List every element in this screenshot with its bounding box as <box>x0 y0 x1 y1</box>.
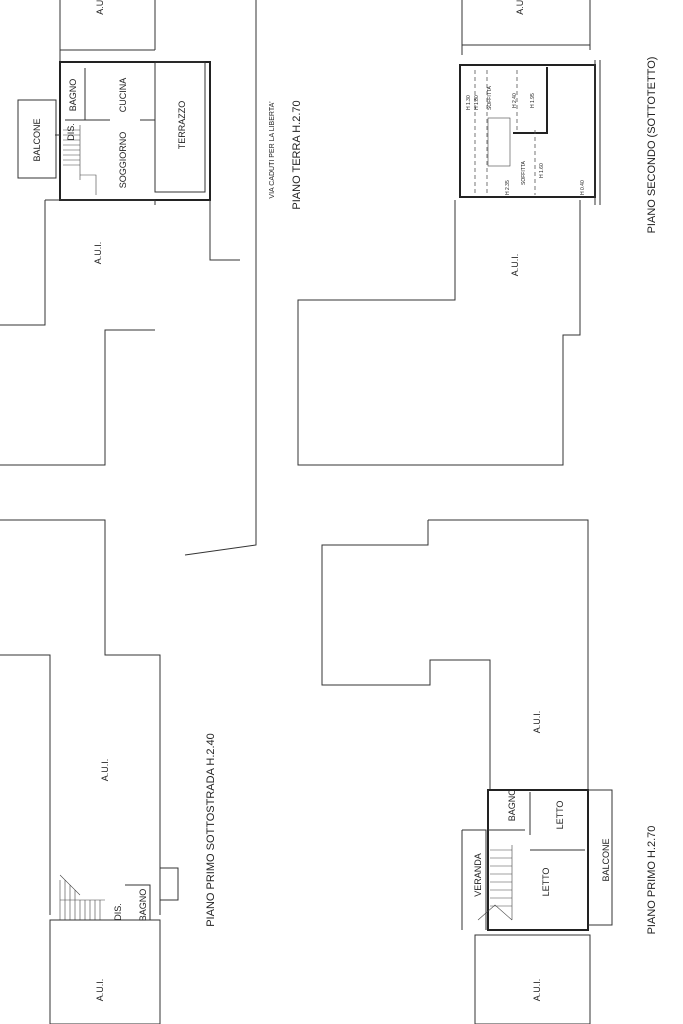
street-line <box>184 0 257 556</box>
aui-label: A.U.I. <box>532 711 542 734</box>
plan-piano-sottostrada: A.U.I. DIS. BAGNO A.U.I. <box>0 519 179 1024</box>
room-balcone: BALCONE <box>601 838 611 881</box>
room-veranda: VERANDA <box>473 853 483 897</box>
height-label: H 1.80 <box>474 95 480 110</box>
room-bagno: BAGNO <box>507 789 517 822</box>
room-letto: LETTO <box>541 868 551 897</box>
room-dis: DIS. <box>113 903 123 921</box>
height-label: H 2.35 <box>505 180 511 195</box>
aui-label: A.U.I. <box>510 254 520 277</box>
room-bagno: BAGNO <box>138 889 148 922</box>
height-label: H 1.30 <box>466 95 472 110</box>
room-terrazzo: TERRAZZO <box>177 101 187 150</box>
height-label: H 1.95 <box>530 93 536 108</box>
aui-label-bottom: A.U.I. <box>95 979 105 1002</box>
room-soggiorno: SOGGIORNO <box>118 132 128 189</box>
aui-label-bottom: A.U.I. <box>532 979 542 1002</box>
height-label: H 0.40 <box>580 180 586 195</box>
plan-piano-primo: A.U.I. VERANDA BAGNO LETTO LETTO BALCONE… <box>321 519 613 1024</box>
plan-piano-terra: BALCONE BAGNO CUCINA DIS. SOGGIORNO TERR… <box>0 0 240 466</box>
room-cucina: CUCINA <box>118 78 128 113</box>
room-soffitta: SOFFITTA <box>521 161 527 185</box>
height-label: H 1.60 <box>539 163 545 178</box>
room-balcone: BALCONE <box>32 118 42 161</box>
title-piano-secondo: PIANO SECONDO (SOTTOTETTO) <box>646 57 658 234</box>
plan-piano-secondo: H 1.30 H 1.80 SOFFITTA H 2.40 H 1.95 H 2… <box>297 0 601 466</box>
room-bagno: BAGNO <box>68 79 78 112</box>
aui-label: A.U.I. <box>93 242 103 265</box>
au-label: A.U. <box>515 0 525 15</box>
title-piano-primo: PIANO PRIMO H.2.70 <box>646 826 658 935</box>
height-label: H 2.40 <box>512 93 518 108</box>
au-label: A.U. <box>95 0 105 15</box>
aui-label: A.U.I. <box>100 759 110 782</box>
title-piano-sottostrada: PIANO PRIMO SOTTOSTRADA H.2.40 <box>205 733 217 927</box>
title-piano-terra: PIANO TERRA H.2.70 <box>291 100 303 209</box>
room-letto: LETTO <box>555 801 565 830</box>
room-soffitta: SOFFITTA <box>487 86 493 110</box>
street-label: VIA CADUTI PER LA LIBERTA' <box>269 101 276 198</box>
room-dis: DIS. <box>66 123 76 141</box>
